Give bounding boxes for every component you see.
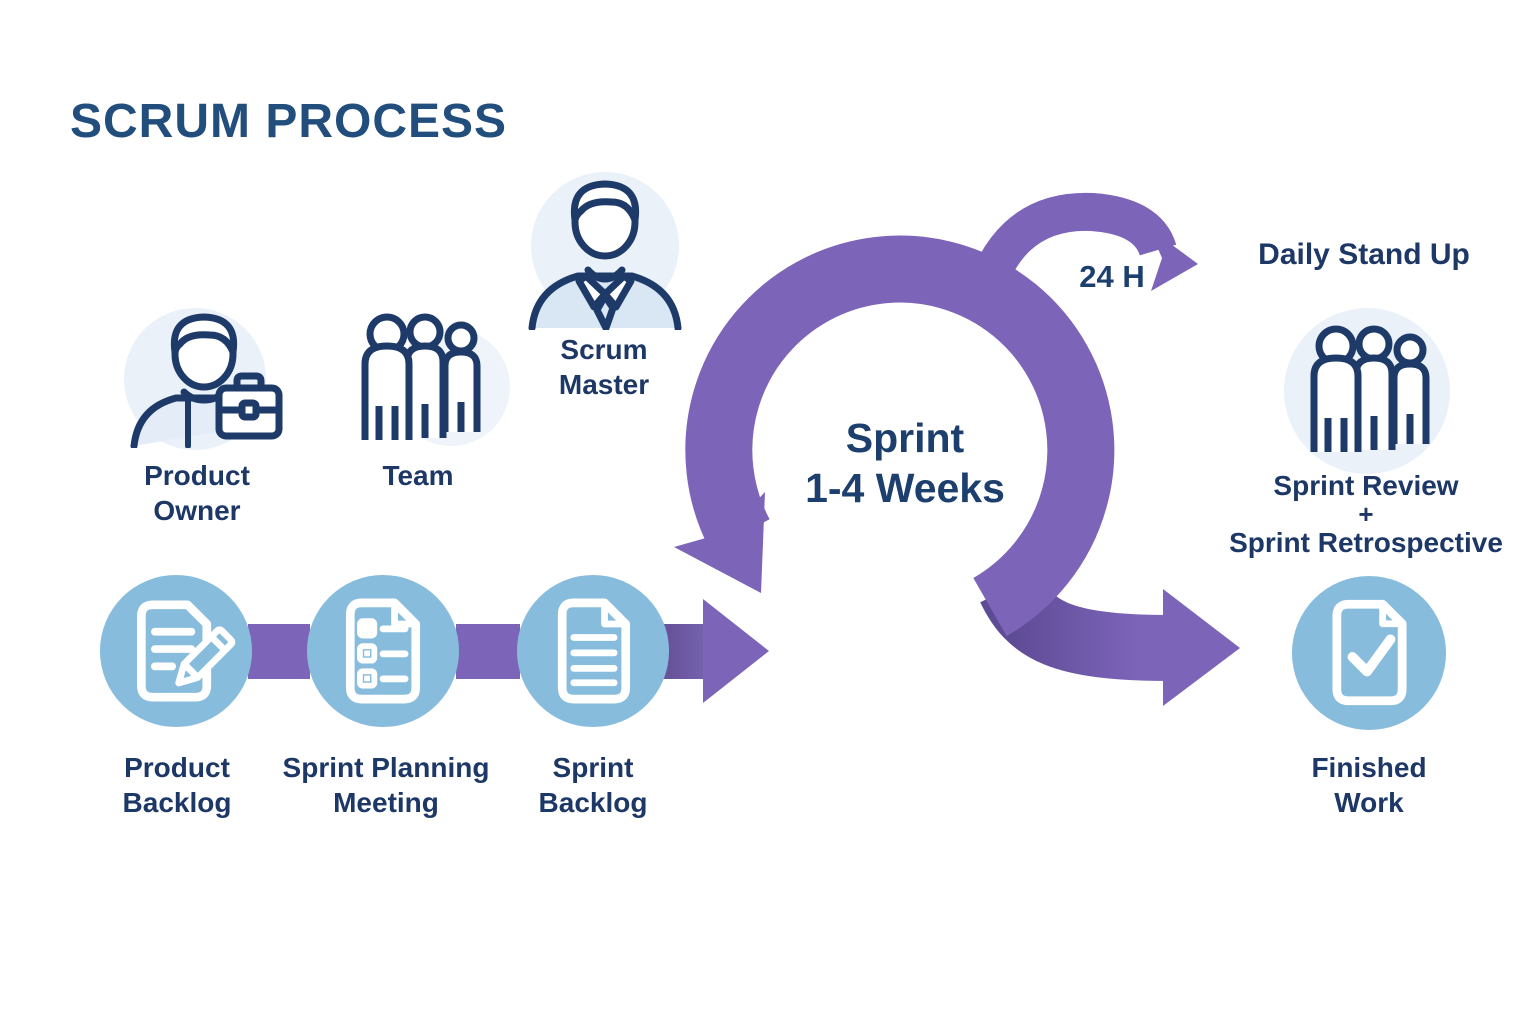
team-icon — [361, 313, 481, 440]
document-check-icon — [1291, 575, 1447, 731]
step-label-sprint-backlog: Sprint Backlog — [538, 752, 648, 818]
person-briefcase-icon — [130, 313, 283, 448]
document-pencil-icon — [99, 574, 253, 728]
product-owner-label: Product Owner — [144, 460, 250, 526]
daily-cycle-label: 24 H — [1079, 259, 1145, 294]
person-tie-icon — [528, 180, 682, 330]
sprint-review-label: Sprint Review + Sprint Retrospective — [1229, 470, 1503, 558]
connector-bar — [248, 624, 310, 679]
document-lines-icon — [516, 574, 670, 728]
sprint-loop-arrow — [674, 235, 1115, 637]
step-label-product-backlog: Product Backlog — [122, 752, 232, 818]
daily-standup-label: Daily Stand Up — [1258, 238, 1470, 271]
page-title: SCRUM PROCESS — [70, 95, 508, 148]
scrum-master-label: Scrum Master — [558, 334, 650, 400]
checklist-document-icon — [306, 574, 460, 728]
sprint-duration-label: Sprint 1-4 Weeks — [805, 415, 1005, 511]
connector-bar — [456, 624, 520, 679]
step-label-sprint-planning: Sprint Planning Meeting — [282, 752, 490, 818]
team-icon — [1310, 325, 1430, 452]
step-label-finished-work: Finished Work — [1311, 752, 1427, 818]
team-label: Team — [382, 460, 454, 491]
